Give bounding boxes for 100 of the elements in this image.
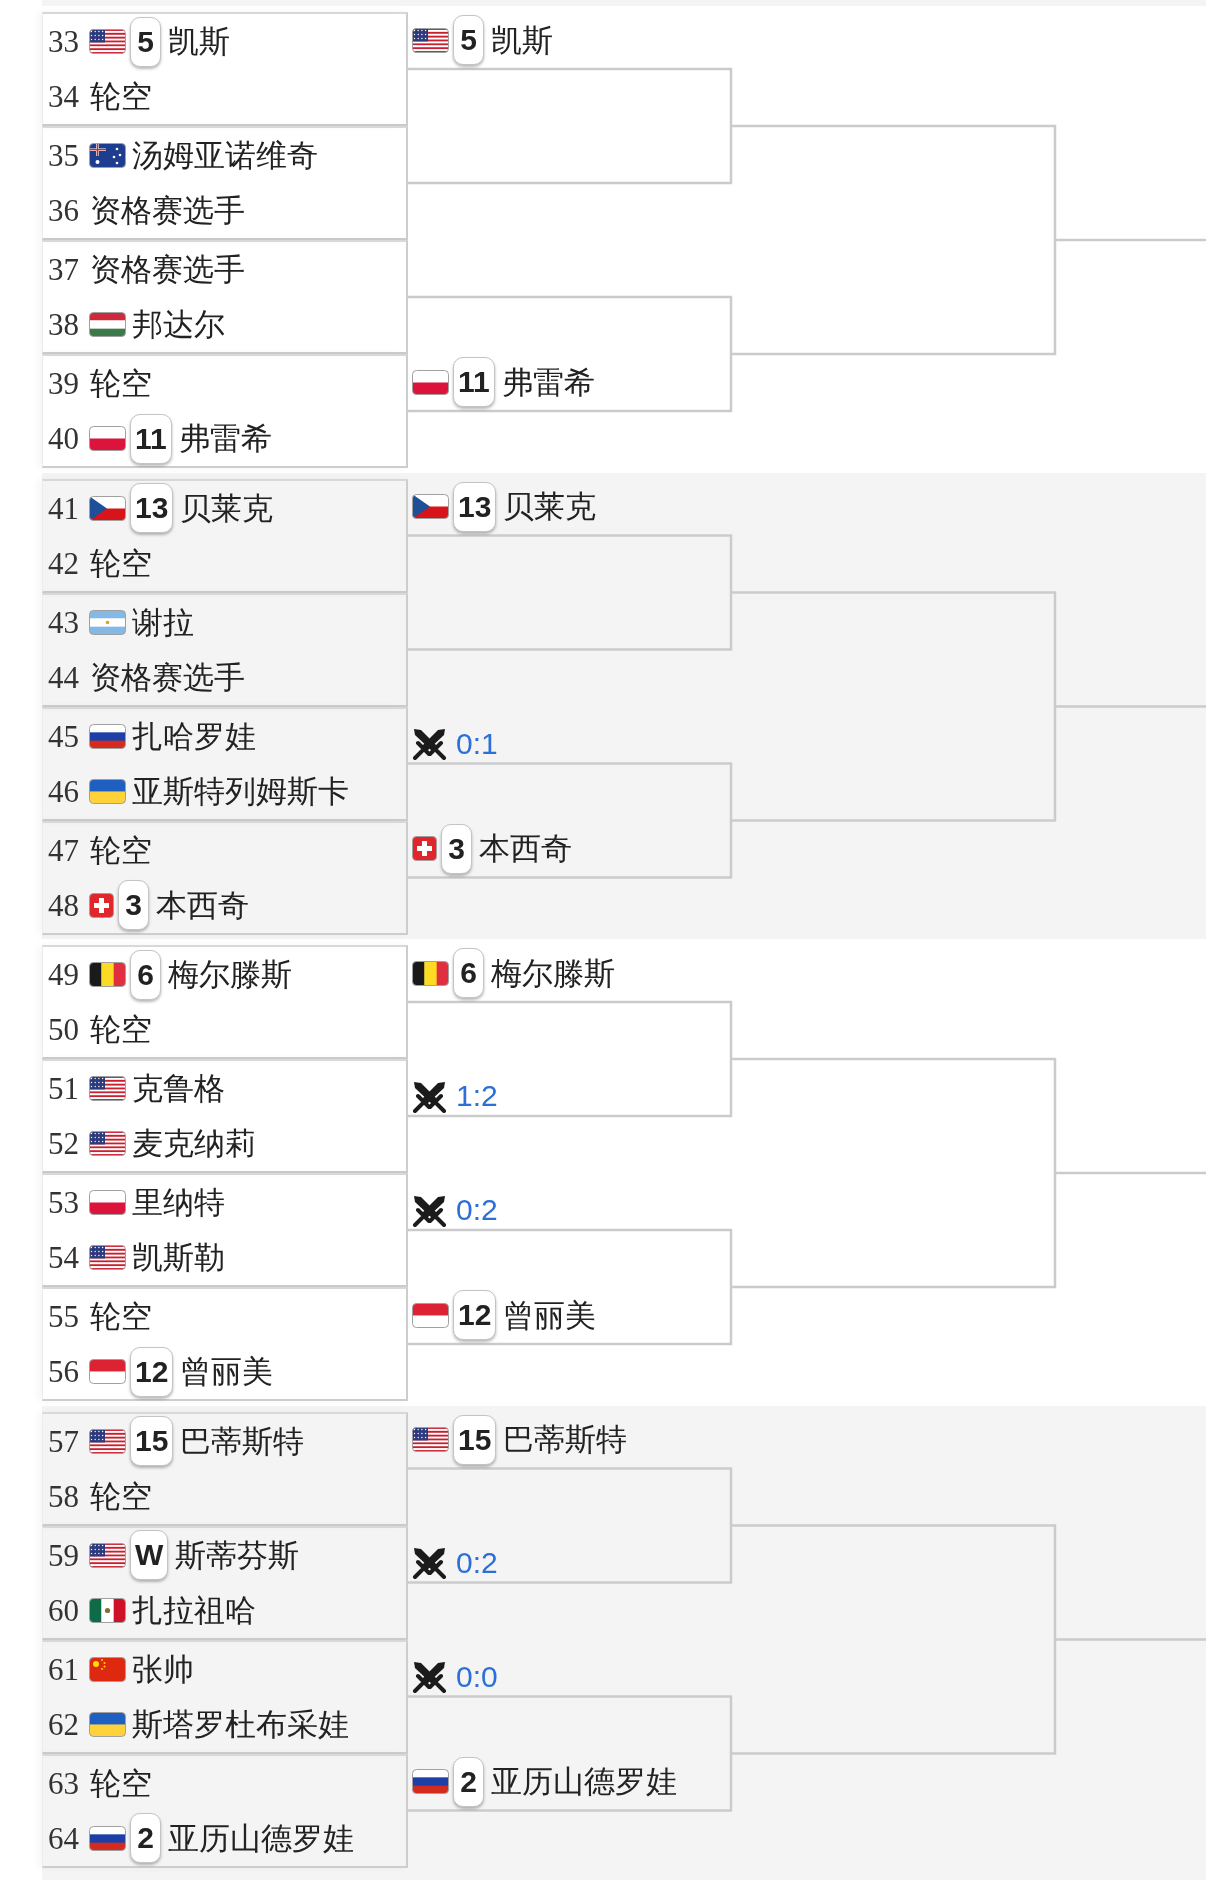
player-name: 梅尔滕斯	[491, 957, 615, 989]
draw-number: 54	[48, 1242, 79, 1273]
draw-number: 41	[48, 492, 79, 524]
draw-number: 47	[48, 834, 79, 866]
player-name: 邦达尔	[132, 309, 225, 340]
player-name: 亚斯特列姆斯卡	[132, 775, 349, 807]
match-score: 0:0	[456, 1661, 498, 1692]
draw-number: 37	[48, 254, 79, 285]
match-box	[42, 240, 408, 354]
draw-number: 55	[48, 1301, 79, 1332]
player-name: 贝莱克	[503, 491, 597, 522]
player-name: 巴蒂斯特	[180, 1425, 305, 1457]
player-name: 凯斯	[491, 24, 553, 56]
player-name: 资格赛选手	[90, 254, 245, 285]
match-box	[42, 1173, 408, 1287]
match-box	[42, 478, 408, 593]
seed-badge: 12	[130, 1346, 174, 1397]
seed-badge: 3	[441, 823, 472, 874]
match-box	[42, 1287, 408, 1401]
player-name: 里纳特	[132, 1187, 225, 1218]
player-name: 梅尔滕斯	[168, 959, 292, 990]
player-name: 斯蒂芬斯	[175, 1539, 300, 1571]
match-box	[42, 126, 408, 240]
draw-number: 43	[48, 606, 79, 638]
player-name: 本西奇	[479, 833, 572, 864]
draw-number: 64	[48, 1822, 79, 1854]
draw-number: 39	[48, 368, 79, 399]
draw-number: 61	[48, 1653, 79, 1685]
match-score: 0:2	[456, 1547, 498, 1578]
player-name: 贝莱克	[180, 492, 274, 524]
match-score: 1:2	[456, 1081, 498, 1111]
match-box	[42, 12, 408, 126]
player-name: 巴蒂斯特	[503, 1424, 628, 1455]
match-box	[42, 354, 408, 468]
draw-number: 38	[48, 309, 79, 340]
draw-number: 50	[48, 1014, 79, 1045]
player-name: 亚历山德罗娃	[168, 1822, 354, 1854]
player-name: 资格赛选手	[90, 195, 245, 226]
match-box	[42, 1411, 408, 1526]
draw-number: 57	[48, 1425, 79, 1457]
match-box	[42, 1059, 408, 1173]
player-name: 轮空	[90, 547, 152, 579]
draw-number: 62	[48, 1708, 79, 1740]
player-name: 克鲁格	[132, 1073, 225, 1104]
match-box	[42, 706, 408, 821]
seed-badge: 3	[118, 880, 149, 930]
draw-number: 48	[48, 889, 79, 921]
match-box	[42, 820, 408, 935]
player-name: 凯斯	[168, 26, 230, 57]
draw-number: 44	[48, 661, 79, 693]
match-box	[42, 592, 408, 707]
player-name: 轮空	[90, 81, 152, 112]
seed-badge: 2	[453, 1756, 484, 1807]
match-box	[42, 945, 408, 1059]
match-box	[42, 1525, 408, 1640]
match-box	[42, 1753, 408, 1868]
draw-number: 45	[48, 720, 79, 752]
draw-number: 46	[48, 775, 79, 807]
player-name: 轮空	[90, 834, 152, 866]
player-name: 张帅	[132, 1653, 194, 1685]
player-name: 斯塔罗杜布采娃	[132, 1708, 349, 1740]
seed-badge: 5	[130, 16, 161, 67]
draw-number: 51	[48, 1073, 79, 1104]
player-name: 扎拉祖哈	[132, 1594, 256, 1626]
player-name: 轮空	[90, 1301, 152, 1332]
player-name: 扎哈罗娃	[132, 720, 256, 752]
seed-badge: 12	[453, 1290, 497, 1340]
player-name: 曾丽美	[180, 1356, 274, 1387]
seed-badge: 6	[453, 948, 484, 998]
match-score: 0:1	[456, 728, 498, 759]
draw-number: 59	[48, 1539, 79, 1571]
draw-number: 42	[48, 547, 79, 579]
draw-number: 58	[48, 1480, 79, 1512]
draw-number: 63	[48, 1767, 79, 1799]
player-name: 轮空	[90, 1014, 152, 1045]
draw-number: 52	[48, 1128, 79, 1159]
player-name: 本西奇	[156, 889, 249, 921]
seed-badge: 13	[453, 481, 497, 532]
player-name: 弗雷希	[178, 423, 272, 454]
player-name: 轮空	[90, 368, 152, 399]
seed-badge: 5	[453, 15, 484, 65]
draw-number: 33	[48, 26, 79, 57]
player-name: 弗雷希	[501, 366, 595, 398]
seed-badge: 15	[453, 1414, 497, 1465]
seed-badge: 13	[130, 483, 174, 533]
draw-number: 56	[48, 1356, 79, 1387]
seed-badge: 6	[130, 949, 161, 1000]
match-score: 0:2	[456, 1195, 498, 1225]
player-name: 轮空	[90, 1480, 152, 1512]
draw-number: 36	[48, 195, 79, 226]
seed-badge: 15	[130, 1416, 174, 1466]
player-name: 汤姆亚诺维奇	[132, 140, 318, 171]
seed-badge: 2	[130, 1813, 161, 1863]
player-name: 轮空	[90, 1767, 152, 1799]
player-name: 曾丽美	[503, 1299, 597, 1331]
seed-badge: 11	[453, 357, 495, 407]
draw-number: 35	[48, 140, 79, 171]
player-name: 亚历山德罗娃	[491, 1766, 677, 1797]
seed-badge: W	[130, 1530, 169, 1580]
seed-badge: 11	[130, 413, 172, 464]
